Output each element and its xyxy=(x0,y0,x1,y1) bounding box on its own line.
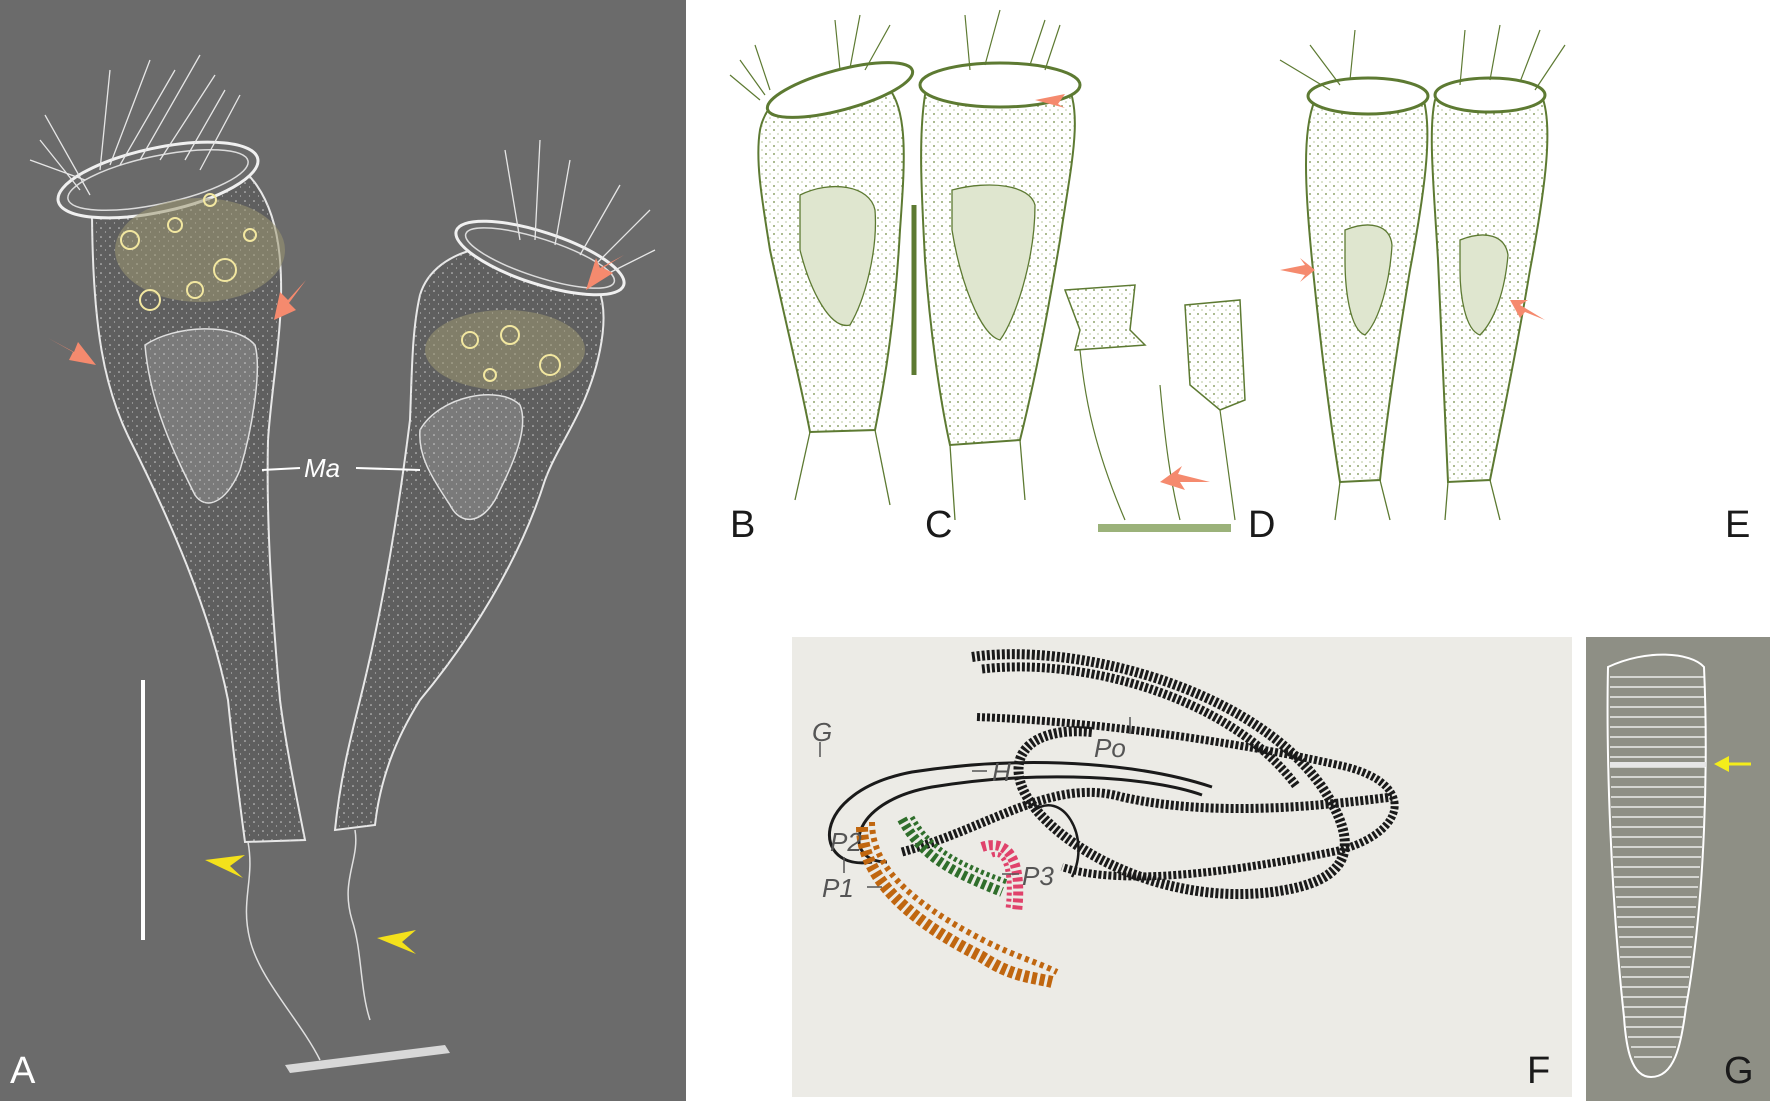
arrow-g xyxy=(1714,756,1751,772)
label-po: Po xyxy=(1094,733,1126,763)
panel-label-e: E xyxy=(1725,504,1751,546)
cell-right xyxy=(333,139,656,1021)
cell-b xyxy=(729,14,915,506)
panel-f-drawing xyxy=(819,649,1399,988)
pellicle-striae xyxy=(1610,676,1705,1058)
panel-label-d: D xyxy=(1248,504,1276,546)
label-p2: P2 xyxy=(830,827,862,857)
arrowheads-a xyxy=(205,855,416,954)
panel-label-a: A xyxy=(10,1050,36,1092)
panel-a: Ma A xyxy=(0,0,686,1101)
panel-g: G xyxy=(1586,637,1770,1101)
label-g: G xyxy=(812,717,833,747)
panel-bcde: B C D E xyxy=(700,0,1770,560)
panel-bcde-drawing xyxy=(729,9,1566,532)
panel-label-f: F xyxy=(1527,1050,1551,1092)
arrows-bcde xyxy=(1035,94,1545,490)
panel-a-drawing xyxy=(29,54,656,1073)
panel-label-b: B xyxy=(730,504,756,546)
cell-c xyxy=(918,9,1082,521)
arrows-a xyxy=(48,255,624,365)
panel-f: Po G H P2 P3 P1 F xyxy=(792,637,1572,1097)
label-p1: P1 xyxy=(822,873,854,903)
fission-line xyxy=(1610,762,1706,767)
cell-left xyxy=(29,54,321,1061)
panel-label-c: C xyxy=(925,504,953,546)
scale-bar-d xyxy=(1098,524,1231,532)
oral-ciliature xyxy=(827,649,1399,899)
label-p3: P3 xyxy=(1022,861,1054,891)
pointer-lines-f xyxy=(819,717,1131,888)
cell-e xyxy=(1279,24,1566,521)
label-h: H xyxy=(992,757,1011,787)
cell-d xyxy=(1063,284,1246,521)
label-ma: Ma xyxy=(304,453,341,483)
cell-g-outline xyxy=(1606,653,1707,1079)
paroral-rows xyxy=(856,815,1059,988)
panel-label-g: G xyxy=(1724,1050,1754,1092)
panel-g-drawing xyxy=(1606,653,1751,1079)
